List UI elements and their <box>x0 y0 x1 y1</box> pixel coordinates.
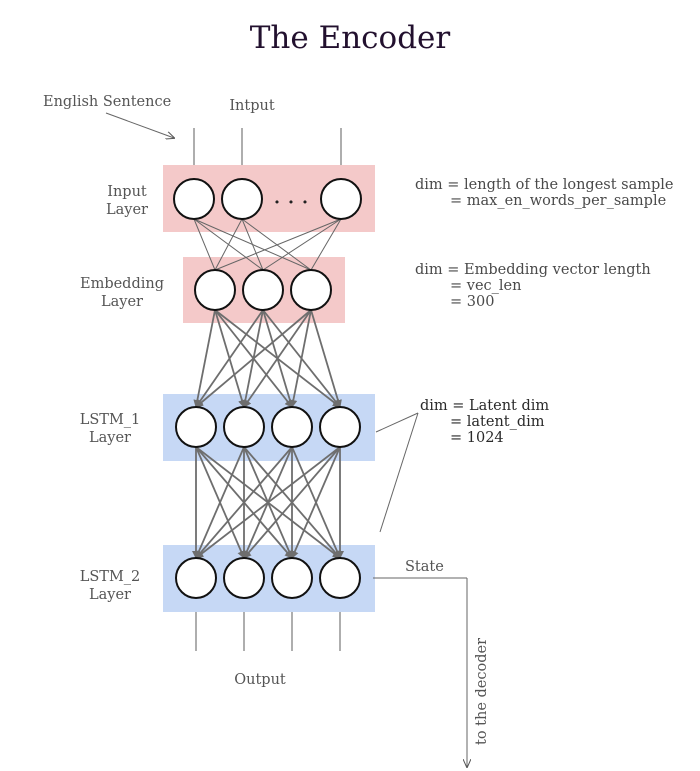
connection-line <box>262 218 342 271</box>
connection-arrow <box>289 309 312 408</box>
connection-arrow <box>193 309 216 408</box>
embedding-node <box>194 269 236 311</box>
embedding-to-lstm1-connections <box>193 309 342 408</box>
connection-arrow <box>243 309 312 408</box>
output-lines <box>195 612 341 651</box>
lstm2-layer-label-line1: LSTM_2 <box>80 569 141 585</box>
lstm1-node <box>271 406 313 448</box>
input-lines <box>193 128 342 165</box>
lstm1-node <box>319 406 361 448</box>
embedding-dim-line1: dim = Embedding vector length <box>415 262 651 278</box>
ellipsis: • • • <box>274 196 310 209</box>
input-node <box>221 178 263 220</box>
lstm2-node <box>175 557 217 599</box>
lstm1-layer-label-line2: Layer <box>89 430 131 446</box>
connection-arrow <box>243 446 341 559</box>
connection-line <box>193 218 216 271</box>
embedding-dim-line2: = vec_len <box>450 278 521 294</box>
lstm2-annotation-pointer <box>379 412 419 533</box>
embedding-dim-line3: = 300 <box>450 294 494 310</box>
lstm-dim-line2: = latent_dim <box>450 414 545 430</box>
lstm1-to-lstm2-connections <box>192 446 344 559</box>
lstm-dim-line3: = 1024 <box>450 430 504 446</box>
network-nodes <box>173 178 362 599</box>
connection-arrow <box>310 309 342 408</box>
lstm-dim-line1: dim = Latent dim <box>420 398 549 414</box>
input-dim-line2: = max_en_words_per_sample <box>450 193 666 209</box>
connection-line <box>241 218 312 271</box>
output-label: Output <box>234 672 286 688</box>
lstm1-layer-label-line1: LSTM_1 <box>80 412 141 428</box>
input-node <box>320 178 362 220</box>
connection-line <box>214 218 342 271</box>
to-decoder-label: to the decoder <box>474 638 490 745</box>
input-layer-label-line1: Input <box>107 184 147 200</box>
connection-arrow <box>291 446 341 559</box>
embedding-node <box>242 269 284 311</box>
lstm2-node <box>223 557 265 599</box>
input-dim-line1: dim = length of the longest sample <box>415 177 674 193</box>
lstm2-layer-label-line2: Layer <box>89 587 131 603</box>
lstm1-node <box>223 406 265 448</box>
lstm1-node <box>175 406 217 448</box>
state-label: State <box>405 559 444 575</box>
input-to-embedding-connections <box>193 218 342 271</box>
connection-arrow <box>195 446 341 559</box>
embedding-layer-label-line2: Layer <box>101 294 143 310</box>
input-label: Intput <box>229 98 275 114</box>
connection-line <box>310 218 342 271</box>
lstm2-node <box>271 557 313 599</box>
lstm1-annotation-pointer <box>375 412 419 433</box>
connection-line <box>214 218 243 271</box>
connection-arrow <box>195 446 293 559</box>
english-sentence-note: English Sentence <box>43 94 171 110</box>
english-sentence-pointer <box>105 112 174 138</box>
lstm2-node <box>319 557 361 599</box>
embedding-layer-label-line1: Embedding <box>80 276 164 292</box>
connection-arrow <box>195 309 264 408</box>
input-node <box>173 178 215 220</box>
diagram-title: The Encoder <box>250 20 451 56</box>
connection-arrow <box>195 309 312 408</box>
embedding-node <box>290 269 332 311</box>
connection-line <box>241 218 264 271</box>
connection-arrow <box>195 446 245 559</box>
input-layer-label-line2: Layer <box>106 202 148 218</box>
